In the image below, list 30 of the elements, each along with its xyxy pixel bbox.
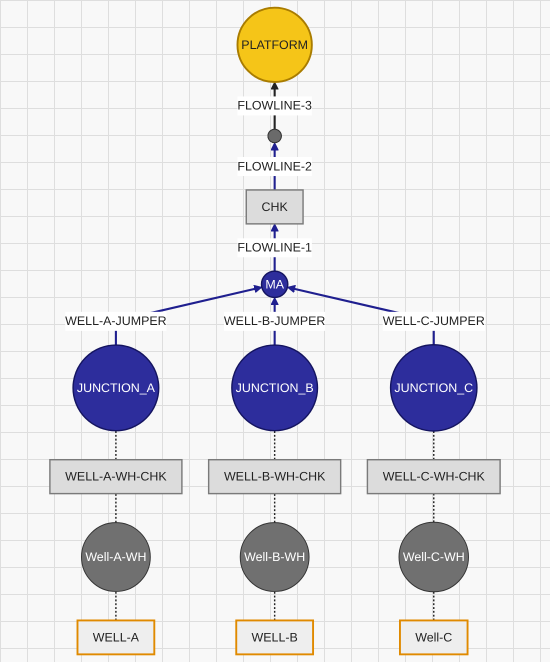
edge-label: WELL-A-JUMPER — [65, 314, 167, 328]
edge-label: FLOWLINE-1 — [237, 240, 312, 254]
connector — [115, 494, 117, 523]
edge-label: FLOWLINE-2 — [237, 158, 312, 174]
node-circle: JUNCTION_B — [231, 344, 318, 432]
edge-label: WELL-B-JUMPER — [224, 314, 326, 328]
node-circle: JUNCTION_C — [390, 344, 478, 432]
connector — [274, 494, 276, 523]
node-box: WELL-A — [76, 619, 156, 656]
node-circle: Well-A-WH — [81, 522, 151, 592]
node-circle: MA — [260, 270, 289, 298]
node-box: WELL-B-WH-CHK — [208, 458, 342, 494]
node-circle: Well-B-WH — [240, 522, 310, 592]
node-circle: JUNCTION_A — [72, 344, 160, 432]
node-box: WELL-A-WH-CHK — [49, 458, 183, 494]
connector — [433, 431, 434, 460]
connector — [115, 430, 117, 460]
connector — [433, 494, 434, 522]
edge-label: WELL-C-JUMPER — [382, 314, 485, 328]
connector — [115, 591, 117, 620]
connector — [274, 591, 276, 620]
node-box: Well-C — [399, 619, 469, 656]
connector — [274, 430, 276, 460]
node-circle: PLATFORM — [236, 6, 313, 83]
node-box: WELL-C-WH-CHK — [366, 458, 501, 494]
node-box: WELL-B — [235, 619, 314, 656]
connector — [433, 592, 434, 620]
edge-label: FLOWLINE-3 — [237, 98, 312, 113]
node-box: CHK — [246, 189, 304, 225]
node-circle: Well-C-WH — [398, 522, 469, 592]
